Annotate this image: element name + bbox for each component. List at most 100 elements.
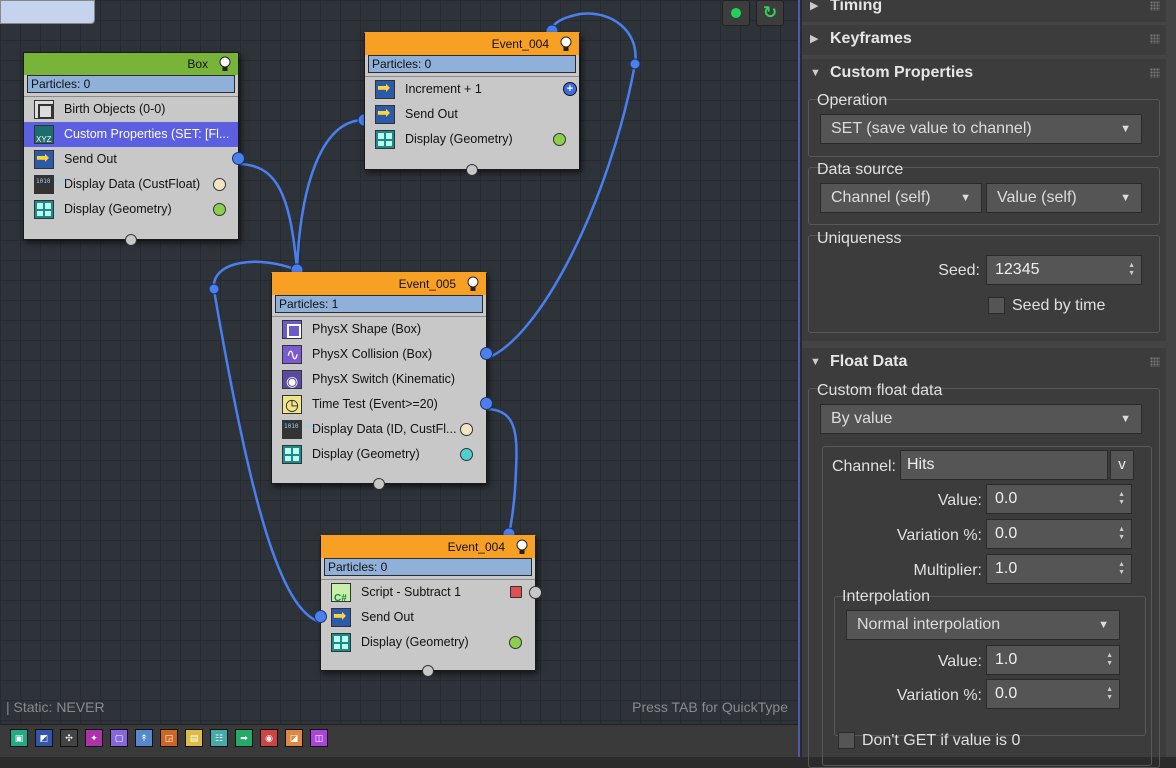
display-color-swatch[interactable] <box>510 586 522 598</box>
toolbar-icon[interactable]: ◪ <box>285 729 303 747</box>
seed-spinner[interactable]: 12345 <box>986 255 1142 285</box>
toolbar-icon[interactable]: ▣ <box>10 729 28 747</box>
node-title: Event_004 <box>447 540 505 554</box>
display-color-swatch[interactable] <box>213 178 226 191</box>
lightbulb-icon[interactable] <box>559 36 573 52</box>
operator-display-data[interactable]: Display Data (ID, CustFl... <box>272 417 486 442</box>
rollout-timing[interactable]: ▶ Timing <box>802 0 1166 22</box>
node-event-004-bottom[interactable]: Event_004 Particles: 0 Script - Subtract… <box>314 535 542 677</box>
operator-birth-objects[interactable]: Birth Objects (0-0) <box>24 97 238 122</box>
display-color-swatch[interactable] <box>509 636 522 649</box>
particle-view-canvas[interactable]: ↻ Box Particles: 0 Birth Objects (0- <box>0 0 800 757</box>
rollout-header[interactable]: ▶ Timing <box>802 0 1166 22</box>
grip-icon[interactable] <box>1150 68 1160 78</box>
node-event-004-top[interactable]: Event_004 Particles: 0 Increment + 1 + S… <box>364 32 580 176</box>
value-spinner[interactable]: 0.0 <box>986 484 1132 514</box>
operator-physx-shape[interactable]: PhysX Shape (Box) <box>272 317 486 342</box>
rollout-header[interactable]: ▶ Keyframes <box>802 25 1166 55</box>
rollout-header[interactable]: ▼ Float Data <box>802 348 1166 378</box>
operator-display-geometry[interactable]: Display (Geometry) <box>321 630 535 655</box>
grip-icon[interactable] <box>1150 357 1160 367</box>
seed-by-time-checkbox[interactable] <box>988 297 1005 314</box>
toolbar-icon[interactable]: ◉ <box>260 729 278 747</box>
lightbulb-icon[interactable] <box>466 276 480 292</box>
interp-value-spinner[interactable]: 1.0 <box>986 645 1120 675</box>
value-source-dropdown[interactable]: Value (self) <box>986 183 1142 213</box>
interp-variation-label: Variation %: <box>896 687 982 704</box>
channel-input[interactable]: Hits <box>900 450 1108 480</box>
operator-display-data[interactable]: Display Data (CustFloat) <box>24 172 238 197</box>
refresh-button[interactable]: ↻ <box>756 0 784 26</box>
grip-icon[interactable] <box>1150 34 1160 44</box>
operation-dropdown[interactable]: SET (save value to channel) <box>820 114 1142 144</box>
increment-icon <box>375 76 395 101</box>
particle-count: Particles: 0 <box>368 55 576 73</box>
toolbar-icon[interactable]: ➡ <box>235 729 253 747</box>
operator-label: Display Data (ID, CustFl... <box>312 422 457 436</box>
operator-send-out[interactable]: Send Out <box>365 101 579 127</box>
rollout-header[interactable]: ▼ Custom Properties <box>802 59 1166 89</box>
operator-time-test[interactable]: Time Test (Event>=20) <box>272 392 493 418</box>
input-port[interactable] <box>373 478 385 490</box>
toolbar-icon[interactable]: ◲ <box>160 729 178 747</box>
toolbar-icon[interactable]: ✦ <box>85 729 103 747</box>
display-color-swatch[interactable] <box>553 133 566 146</box>
input-port[interactable] <box>422 665 434 677</box>
operator-send-out[interactable]: Send Out <box>24 146 245 172</box>
node-box-header[interactable]: Box <box>24 53 238 75</box>
toolbar-icon[interactable]: ◩ <box>35 729 53 747</box>
operator-display-geometry[interactable]: Display (Geometry) <box>365 127 579 152</box>
interp-variation-spinner[interactable]: 0.0 <box>986 679 1120 709</box>
display-color-swatch[interactable] <box>460 423 473 436</box>
toolbar-icon[interactable]: ↟ <box>135 729 153 747</box>
output-port[interactable] <box>480 397 493 410</box>
dont-get-checkbox[interactable] <box>838 732 855 749</box>
node-event-005[interactable]: Event_005 Particles: 1 PhysX Shape (Box)… <box>271 272 493 490</box>
birth-objects-icon <box>34 100 54 119</box>
grip-icon[interactable] <box>1150 1 1160 11</box>
add-output-icon[interactable]: + <box>563 82 577 96</box>
node-event-004-header[interactable]: Event_004 <box>365 33 579 55</box>
channel-pick-button[interactable]: v <box>1110 450 1134 480</box>
custom-float-label: Custom float data <box>817 382 943 399</box>
rollout-keyframes[interactable]: ▶ Keyframes <box>802 25 1166 55</box>
operator-physx-switch[interactable]: PhysX Switch (Kinematic) <box>272 367 486 394</box>
node-event-004-header[interactable]: Event_004 <box>321 536 535 558</box>
toolbar-icon[interactable]: ▢ <box>110 729 128 747</box>
send-out-icon <box>331 604 351 629</box>
operator-increment[interactable]: Increment + 1 + <box>365 76 579 102</box>
node-box[interactable]: Box Particles: 0 Birth Objects (0-0) Cus… <box>23 52 245 246</box>
multiplier-spinner[interactable]: 1.0 <box>986 554 1132 584</box>
data-source-group <box>808 167 1160 225</box>
toolbar-icon[interactable]: ◫ <box>310 729 328 747</box>
lightbulb-icon[interactable] <box>515 539 529 555</box>
channel-source-dropdown[interactable]: Channel (self) <box>820 183 982 213</box>
properties-panel: ▶ Timing ▶ Keyframes ▼ Custom Properties… <box>802 0 1176 768</box>
variation-spinner[interactable]: 0.0 <box>986 519 1132 549</box>
input-port-side[interactable] <box>314 610 327 623</box>
output-port[interactable] <box>529 586 542 599</box>
operator-script[interactable]: Script - Subtract 1 <box>321 580 542 611</box>
operator-send-out[interactable]: Send Out <box>314 604 535 630</box>
operator-label: Send Out <box>405 107 458 121</box>
display-color-swatch[interactable] <box>213 203 226 216</box>
float-mode-dropdown[interactable]: By value <box>820 404 1142 434</box>
lightbulb-icon[interactable] <box>218 56 232 72</box>
interpolation-dropdown[interactable]: Normal interpolation <box>846 610 1120 640</box>
quicktype-hint: Press TAB for QuickType <box>632 699 788 715</box>
operator-display-geometry[interactable]: Display (Geometry) <box>272 442 486 467</box>
operator-physx-collision[interactable]: PhysX Collision (Box) <box>272 342 493 368</box>
operator-custom-properties[interactable]: Custom Properties (SET: [Fl... <box>24 122 238 152</box>
input-port[interactable] <box>466 164 478 176</box>
node-event-005-header[interactable]: Event_005 <box>272 273 486 295</box>
output-port[interactable] <box>480 347 493 360</box>
status-dot-button[interactable] <box>722 0 750 26</box>
toolbar-icon[interactable]: ☷ <box>210 729 228 747</box>
toolbar-icon[interactable]: ▤ <box>185 729 203 747</box>
operator-display-geometry[interactable]: Display (Geometry) <box>24 197 238 222</box>
toolbar-icon[interactable]: ✣ <box>60 729 78 747</box>
display-geometry-icon <box>282 445 302 464</box>
input-port[interactable] <box>125 234 137 246</box>
display-color-swatch[interactable] <box>460 448 473 461</box>
output-port[interactable] <box>232 152 245 165</box>
